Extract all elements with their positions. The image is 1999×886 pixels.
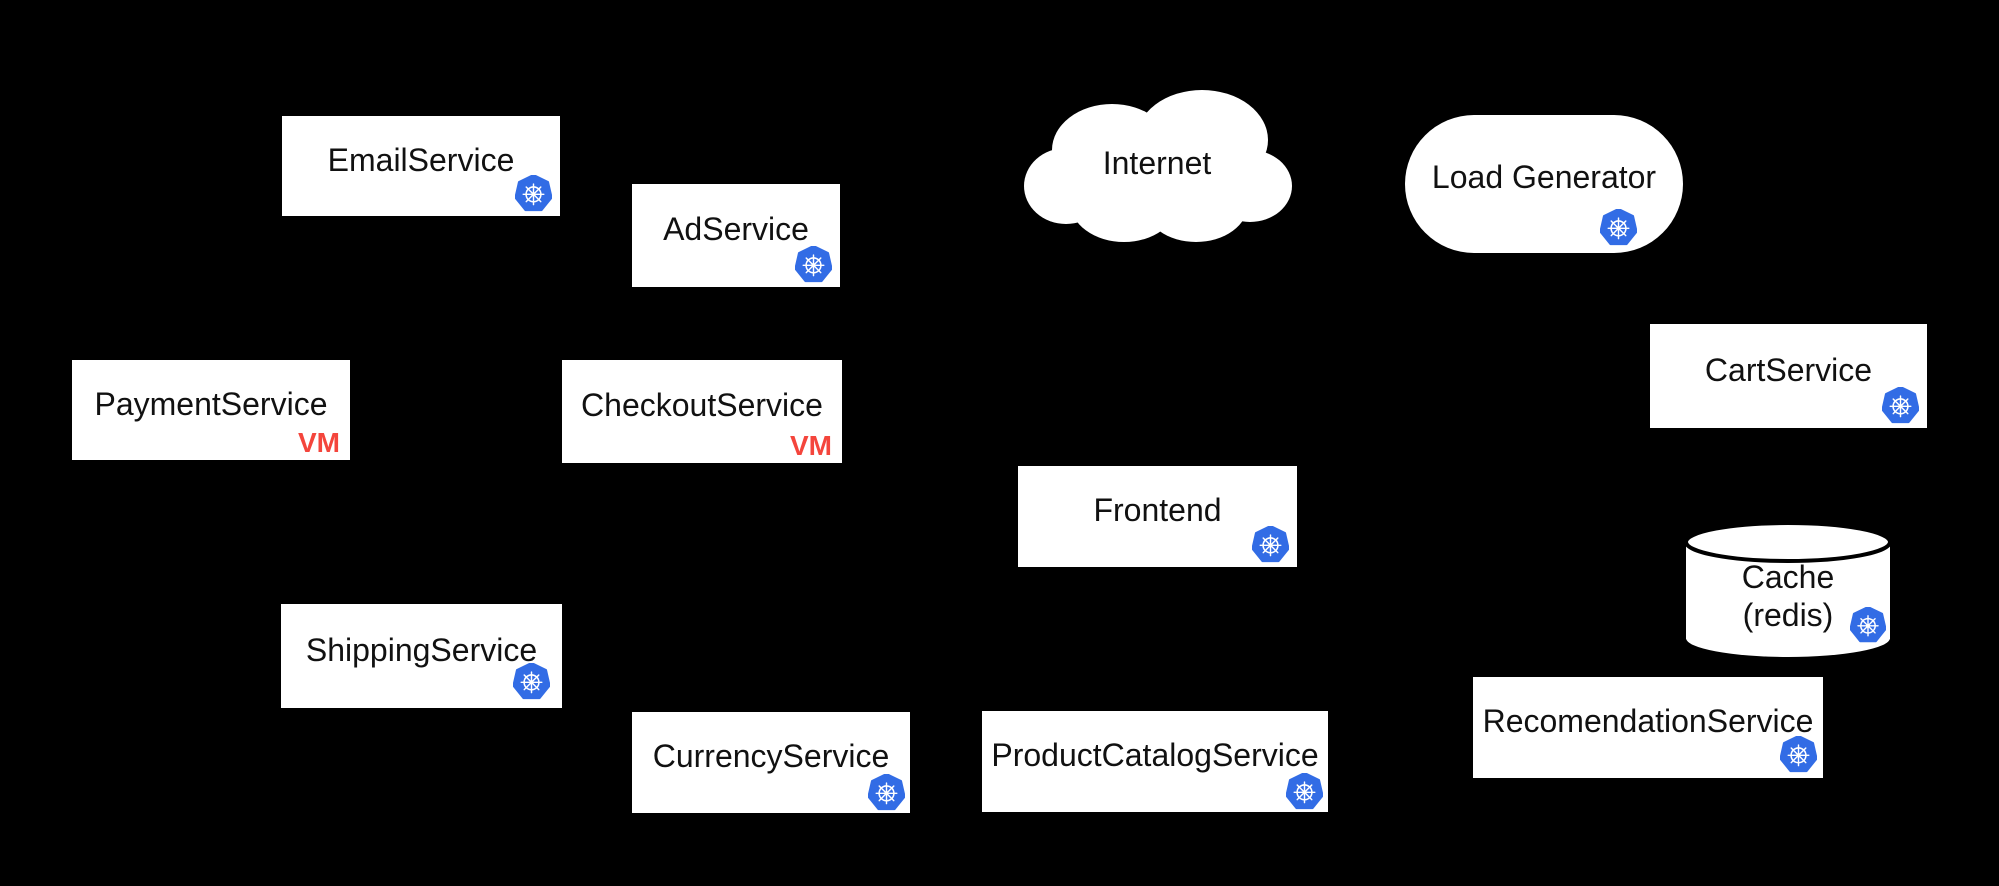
node-label: CheckoutService [581, 387, 823, 424]
node-label: Cache (redis) [1683, 558, 1893, 634]
node-cart-service: CartService [1650, 324, 1927, 428]
node-label: RecomendationService [1482, 703, 1814, 740]
kubernetes-icon [1882, 387, 1919, 424]
vm-badge: VM [790, 430, 832, 461]
kubernetes-icon [868, 774, 905, 811]
node-label: ProductCatalogService [991, 737, 1319, 774]
node-label: AdService [663, 211, 809, 248]
kubernetes-icon [795, 246, 832, 283]
node-label: Load Generator [1431, 158, 1657, 195]
node-frontend: Frontend [1018, 466, 1297, 567]
kubernetes-icon [1252, 526, 1289, 563]
node-label: Internet [1102, 144, 1212, 181]
kubernetes-icon [1780, 736, 1817, 773]
node-internet: Internet [1020, 78, 1294, 248]
kubernetes-icon [515, 175, 552, 212]
kubernetes-icon [1600, 209, 1637, 246]
node-payment-service: PaymentService VM [72, 360, 350, 460]
node-label: EmailService [327, 141, 515, 178]
node-shipping-service: ShippingService [281, 604, 562, 708]
node-ad-service: AdService [632, 184, 840, 287]
node-label: Frontend [1093, 492, 1222, 529]
node-label: CartService [1704, 351, 1873, 388]
node-label: PaymentService [94, 385, 328, 422]
kubernetes-icon [513, 663, 550, 700]
node-cache-redis: Cache (redis) [1683, 518, 1893, 660]
node-label: CurrencyService [652, 738, 890, 775]
node-currency-service: CurrencyService [632, 712, 910, 813]
kubernetes-icon [1286, 773, 1323, 810]
node-product-catalog-service: ProductCatalogService [982, 711, 1328, 812]
cache-sublabel: (redis) [1742, 597, 1834, 633]
cache-label: Cache [1741, 559, 1835, 595]
node-checkout-service: CheckoutService VM [562, 360, 842, 463]
kubernetes-icon [1850, 607, 1886, 643]
node-load-generator: Load Generator [1405, 115, 1683, 253]
vm-badge: VM [298, 427, 340, 458]
node-recomendation-service: RecomendationService [1473, 677, 1823, 778]
node-label: ShippingService [305, 631, 538, 668]
cloud-shape [1024, 90, 1292, 242]
node-email-service: EmailService [282, 116, 560, 216]
